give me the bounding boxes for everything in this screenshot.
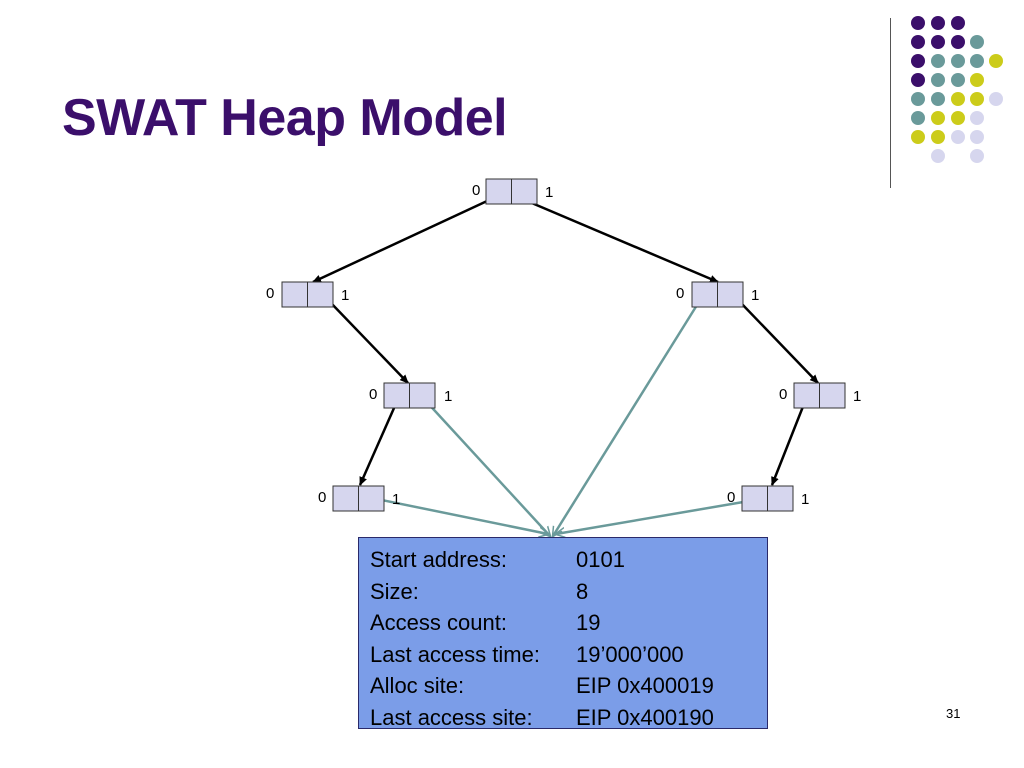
node-label-1: 1 [392, 491, 400, 508]
tree-node-right-leaf: 0 1 [727, 485, 809, 512]
node-label-0: 0 [779, 386, 787, 403]
info-row: Last access site: EIP 0x400190 [370, 702, 714, 734]
node-label-1: 1 [751, 287, 759, 304]
slide-title: SWAT Heap Model [62, 89, 508, 147]
info-key: Last access site: [370, 704, 533, 730]
pointer-edge [553, 296, 704, 536]
tree-edge [312, 193, 501, 284]
node-label-0: 0 [318, 489, 326, 506]
info-value: 19’000’000 [576, 641, 684, 667]
node-label-0: 0 [369, 386, 377, 403]
tree-edge [519, 196, 719, 284]
page-number: 31 [946, 706, 961, 721]
info-row: Size: 8 [370, 576, 714, 608]
tree-edge [739, 301, 819, 384]
info-row: Access count: 19 [370, 607, 714, 639]
info-value: 8 [576, 578, 589, 604]
pointer-edge [423, 398, 550, 536]
tree-node-right-child: 0 1 [779, 382, 861, 409]
info-key: Alloc site: [370, 673, 465, 698]
pointer-edge [556, 498, 756, 534]
node-label-0: 0 [676, 285, 684, 302]
info-value: 19 [576, 610, 601, 635]
node-label-1: 1 [853, 388, 861, 405]
tree-node-right: 0 1 [676, 281, 759, 308]
node-label-0: 0 [727, 489, 735, 506]
node-label-1: 1 [545, 184, 553, 201]
node-label-1: 1 [444, 388, 452, 405]
info-row: Start address: 0101 [370, 544, 714, 576]
tree-node-root: 0 1 [472, 178, 553, 205]
node-label-1: 1 [801, 491, 809, 508]
tree-edge [358, 398, 400, 486]
tree-edge [329, 301, 409, 384]
tree-edge [770, 403, 806, 486]
info-value: EIP 0x400019 [576, 673, 714, 698]
heap-object-info-box: Start address: 0101 Size: 8 Access count: 1… [358, 537, 768, 730]
pointer-edge [371, 496, 548, 534]
tree-node-left: 0 1 [266, 281, 349, 308]
node-label-0: 0 [472, 182, 480, 199]
info-key: Size: [370, 578, 419, 604]
info-value: 0101 [576, 547, 625, 572]
node-label-0: 0 [266, 285, 274, 302]
info-key: Start address: [370, 547, 507, 572]
divider-line [890, 18, 891, 188]
info-row: Alloc site: EIP 0x400019 [370, 670, 714, 702]
info-value: EIP 0x400190 [576, 704, 714, 730]
info-row: Last access time: 19’000’000 [370, 639, 714, 671]
info-key: Access count: [370, 610, 507, 635]
info-key: Last access time: [370, 641, 540, 667]
tree-node-left-leaf: 0 1 [318, 485, 400, 512]
tree-node-left-child: 0 1 [369, 382, 452, 409]
node-label-1: 1 [341, 287, 349, 304]
info-table: Start address: 0101 Size: 8 Access count: 1… [370, 544, 714, 733]
